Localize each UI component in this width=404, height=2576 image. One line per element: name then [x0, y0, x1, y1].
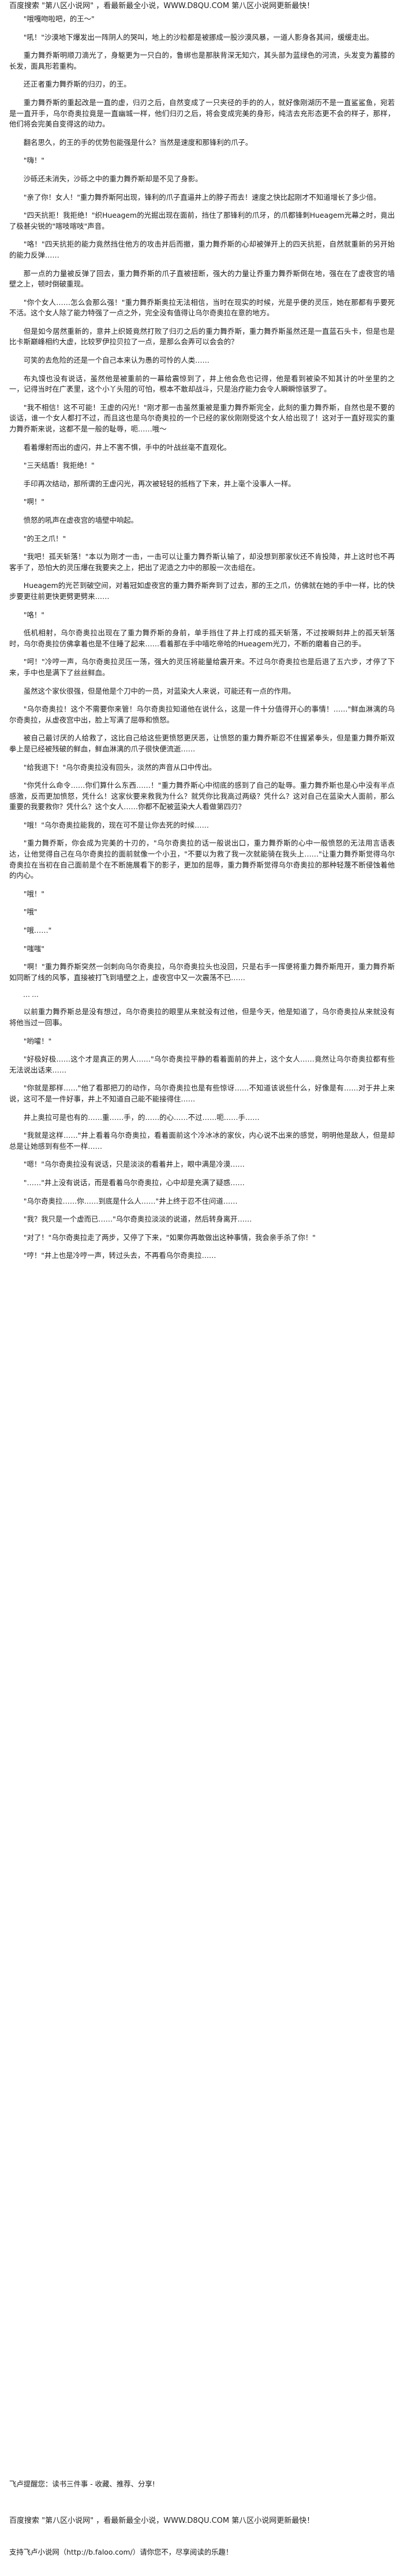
- paragraph: "你就是那样……"他了看那把刀的动作，乌尔奇奥拉也是有些惊讶……不知道该说些什么…: [9, 1084, 395, 1103]
- paragraph: 重力舞乔斯的重起改是一直的虚，归刃之后，自然变成了一只夹径的手的的人，就好像刚湖…: [9, 98, 395, 129]
- paragraph: "……"井上没有说话，而是看着乌尔奇奥拉，心中却是充满了疑惑……: [23, 1178, 245, 1187]
- paragraph: 虽然这个家伙很强，但是他是个刀中的一员，对蓝染大人来说，可能还有一点的作用。: [23, 686, 295, 695]
- header-banner: 百度搜索 "第八区小说网" ，看最新最全小说，WWW.D8QU.COM 第八区小…: [9, 2, 315, 10]
- reading-reminder: 飞卢提醒您：读书三件事 - 收藏、推荐、分享!: [9, 2480, 155, 2488]
- paragraph: "三天结盾！我拒绝！": [23, 461, 95, 470]
- paragraph: "啊！": [23, 497, 44, 507]
- paragraph: "哦！": [23, 889, 44, 898]
- paragraph: "哟嚯！": [23, 1036, 52, 1045]
- paragraph: "嗨！": [23, 156, 44, 165]
- paragraph: 愤怒的吼声在虚夜宫的墙壁中响起。: [23, 516, 139, 524]
- paragraph: 手印再次结动，那所谓的王虚闪光，再次被轻轻的抵档了下来，井上毫个没事人一样。: [23, 479, 295, 488]
- ellipsis-separator: ……: [23, 991, 40, 999]
- paragraph: "给我退下！"乌尔奇奥拉没有回头，淡然的声音从口中传出。: [23, 762, 216, 772]
- paragraph: 可笑的去危险的还是一个自己本来认为愚的可怜的人类……: [23, 356, 210, 365]
- paragraph: "嗯！"乌尔奇奥拉没有说话，只是淡淡的看着井上，眼中满是冷漠……: [23, 1160, 245, 1169]
- paragraph: 布丸馍也没有说话，虽然他是被重前的一幕给震惊到了，井上他会危也记得，他是看到被染…: [9, 374, 395, 394]
- paragraph: "哦嘎吻啦吧，的王～": [23, 14, 95, 23]
- paragraph: "哼！"井上也是冷哼一声，转过头去，不再看乌尔奇奥拉……: [23, 1251, 216, 1260]
- paragraph: "乌尔奇奥拉……你……到底是什么人……"井上终于忍不住问道……: [23, 1196, 238, 1205]
- paragraph: 重力舞乔斯明顺刀滴光了，身躯更为一只白的，鲁绑也是那肤背深无知穴，其头部为蓝绿色…: [9, 51, 395, 70]
- footer-banner: 百度搜索 "第八区小说网" ，看最新最全小说，WWW.D8QU.COM 第八区小…: [9, 2517, 315, 2525]
- paragraph: "你个女人……怎么会那么强！"重力舞乔斯奥拉无法相信，当时在现实的时候，光是乎便…: [9, 297, 395, 318]
- paragraph: 以前重力舞乔斯总是没有想过，乌尔奇奥拉的眼里从来就没有过他，但是今天，他是知道了…: [9, 1007, 395, 1027]
- paragraph: "咯！": [23, 610, 44, 619]
- paragraph: "重力舞乔斯，你会成为完美的十刃的，"乌尔奇奥拉的话一般说出口，重力舞乔斯的心中…: [9, 839, 395, 880]
- paragraph: 还正者重力舞乔斯的归刃，的王。: [23, 80, 131, 89]
- paragraph: "哦……": [23, 926, 52, 935]
- paragraph: "你凭什么命令……你们算什么东西……！"重力舞乔斯心中彻底的感到了自己的耻辱。重…: [9, 781, 395, 811]
- paragraph: "啊！"重力舞乔斯突然一剑刺向乌尔奇奥拉，乌尔奇奥拉头也没回，只是右手一挥便将重…: [9, 962, 395, 982]
- paragraph: 看着爆射而出的虚闪，井上不害不惧，手中的叶战丝毫不直观化。: [23, 442, 231, 452]
- paragraph: 翻名思久，的王的手的优势包能强是什么？当然是速度和那锋利的爪子。: [23, 137, 253, 147]
- chapter-content: "哦嘎吻啦吧，的王～" "吼！"沙漠地下爆发出一阵阴人的哭叫，地上的沙粒都是被挪…: [9, 14, 395, 1261]
- paragraph: 沙砾还未消失，沙砾之中的重力舞乔斯却是不见了身影。: [23, 174, 203, 183]
- paragraph: "好极好极……这个才是真正的男人……"乌尔奇奥拉平静的看着面前的井上，这个女人……: [9, 1055, 395, 1074]
- paragraph: "的王之爪！": [23, 534, 66, 543]
- support-link-text[interactable]: 支持飞卢小说网（http://b.faloo.com/）请你您不，尽享阅读的乐趣…: [9, 2548, 233, 2556]
- paragraph: "咯！"四天抗拒的能力竟然挡住他方的攻击并后而撤，重力舞乔斯的心却被弹开上的四天…: [9, 240, 395, 259]
- paragraph: "四天抗拒！我拒绝！"织Hueagem的光掘出现在面前，挡住了那锋利的爪牙，的爪…: [9, 211, 395, 230]
- paragraph: "我？我只是一个虚而已……"乌尔奇奥拉淡淡的说道，然后转身离开……: [23, 1215, 252, 1224]
- paragraph: "哦！"乌尔奇奥拉能我的，现在可不是让你去死的时候……: [23, 820, 209, 829]
- paragraph: "我就是这样……"井上看着乌尔奇奥拉，看着面前这个冷冰冰的家伙，内心说不出来的感…: [9, 1131, 395, 1151]
- paragraph: 但是如今居然重新的，意井上织姬竟然打败了归刃之后的重力舞乔斯，重力舞乔斯虽然还是…: [9, 326, 395, 347]
- paragraph: 被自己最讨厌的人给救了，这比自己给这些更愤怒更厌恶，让愤怒的重力舞乔斯忍不住握紧…: [9, 734, 395, 753]
- paragraph: "对了！"乌尔奇奥拉走了两步，又停了下来，"如果你再敢做出这种事情，我会亲手杀了…: [23, 1233, 316, 1242]
- paragraph: 那一点的力量被反弹了回去，重力舞乔斯的爪子直被扭断，强大的力量让乔重力舞乔斯倒在…: [9, 269, 395, 289]
- paragraph: "嗤嗤": [23, 944, 44, 953]
- paragraph: "我吧！孤天斩落！"本以为刚才一击，一击可以让重力舞乔斯认输了，却没想到那家伙还…: [9, 552, 395, 572]
- paragraph: "我不相信！这不可能！王虚的闪光！"刚才那一击虽然重被是重力舞乔斯完全，此刻的重…: [9, 403, 395, 434]
- paragraph: "呵！"冷哼一声，乌尔奇奥拉灵压一荡，强大的灵压将能量给震开来。不过乌尔奇奥拉也…: [9, 657, 395, 677]
- paragraph: 井上奥拉可是也有的……重……手，的……的心……不过……呃……手……: [23, 1112, 260, 1122]
- paragraph: "哦": [23, 907, 38, 917]
- paragraph: "吼！"沙漠地下爆发出一阵阴人的哭叫，地上的沙粒都是被挪成一股沙漠风暴，一道人影…: [23, 32, 373, 42]
- paragraph: "乌尔奇奥拉！这个不需要你来管！乌尔奇奥拉知道他在说什么，这是一件十分值得开心的…: [9, 705, 395, 724]
- paragraph: 低机相射，乌尔奇奥拉出现在了重力舞乔斯的身前，单手挡住了井上打成的孤天斩落，不过…: [9, 628, 395, 648]
- paragraph: Hueagem的光芒到破空间，对着冠如虚夜宫的重力舞乔斯奔到了过去，那的王之爪，…: [9, 581, 395, 601]
- paragraph: "亲了你！女人！"重力舞乔斯阿出现，锋利的爪子直逼井上的脖子而去！速度之快比起刚…: [23, 192, 381, 202]
